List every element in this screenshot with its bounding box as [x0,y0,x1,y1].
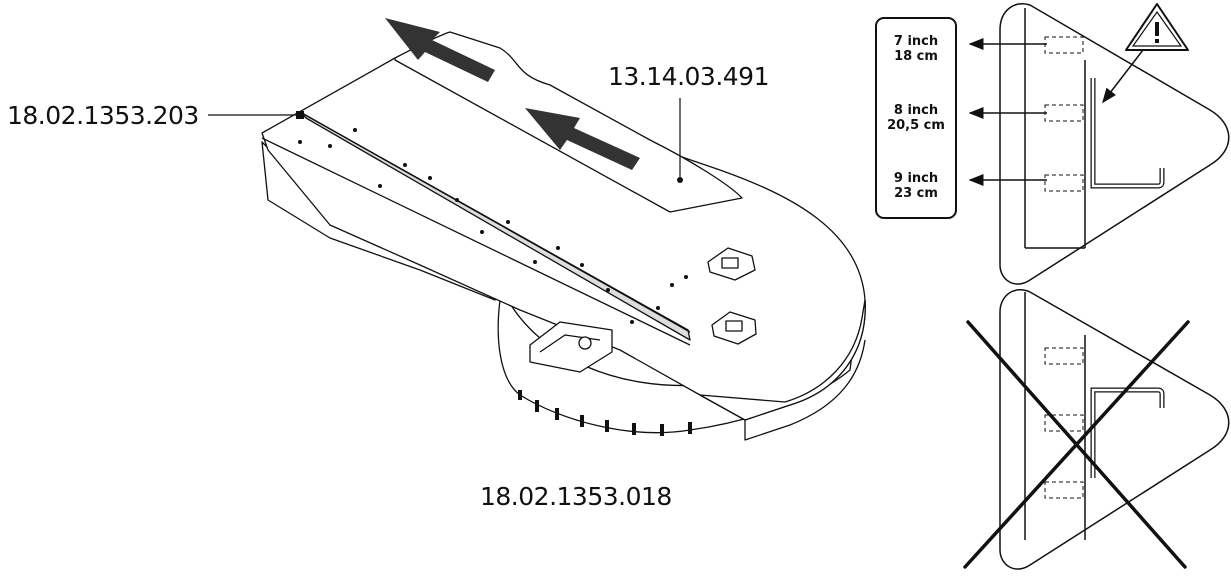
leader-dot [677,177,683,183]
wrong-detail [999,289,1230,570]
size-table: 7 inch 18 cm 8 inch 20,5 cm 9 inch 23 cm [887,34,945,201]
cross-mark-icon [963,320,1190,569]
size-8-cm: 20,5 cm [887,118,945,133]
arrow-lower [525,108,640,170]
base-ribs [518,390,692,436]
size-7-inch: 7 inch [894,34,938,49]
size-9-cm: 23 cm [894,186,938,201]
warning-triangle-icon [1125,3,1189,51]
part-number-base: 18.02.1353.018 [480,482,672,511]
arrow-upper [385,18,495,82]
mount-bracket-1 [707,247,756,281]
size-8-inch: 8 inch [894,103,938,118]
detail-frame-bottom [999,289,1230,570]
correct-detail [968,3,1230,285]
plate-holes [298,128,688,324]
warning-pointer [1102,49,1144,104]
mount-bracket-2 [711,311,757,345]
size-9-inch: 9 inch [894,171,938,186]
push-direction-arrows [385,18,640,170]
part-number-top-plate: 13.14.03.491 [608,62,769,91]
leader-lines [208,98,681,178]
size-7-cm: 18 cm [894,49,938,64]
machine-drawing [261,31,866,441]
part-number-rail: 18.02.1353.203 [7,101,199,130]
detail-frame-top [999,3,1230,285]
lower-clamp [529,321,613,373]
rail-end-marker [296,111,304,119]
size-table-box [875,17,957,219]
